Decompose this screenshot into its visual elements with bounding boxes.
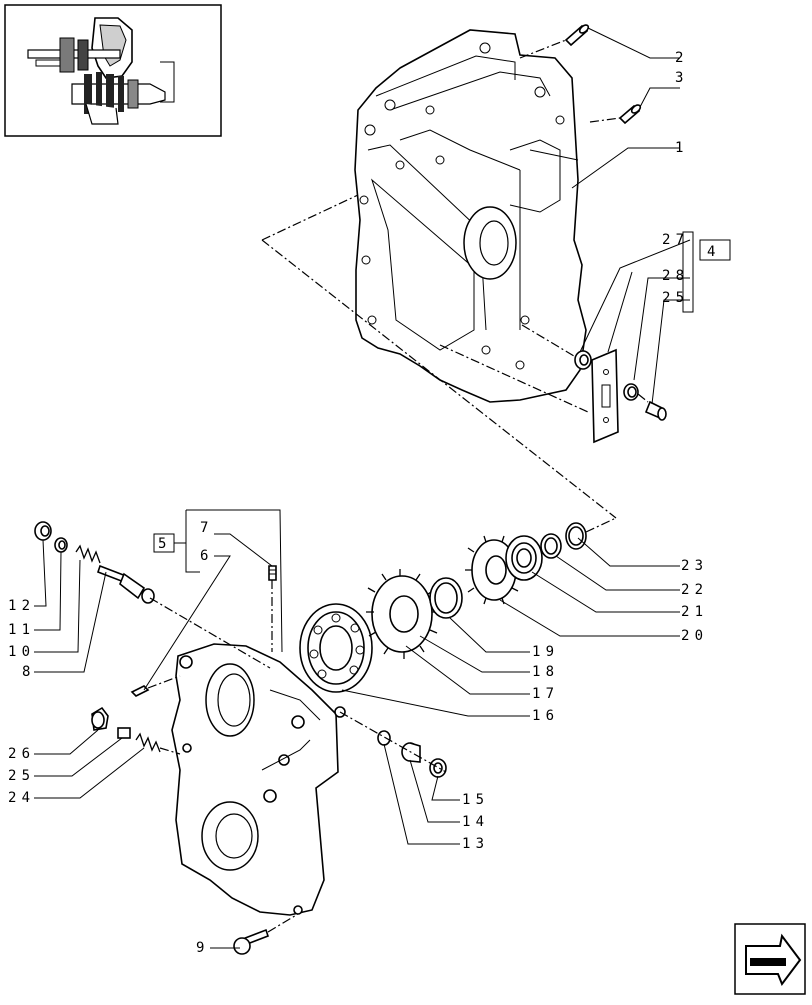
bearing-21	[505, 535, 543, 581]
callout-5: 5	[158, 536, 166, 552]
cover-plate-4	[591, 348, 619, 444]
next-page-arrow-icon[interactable]	[734, 923, 806, 995]
cap-26	[91, 706, 109, 731]
callout-10: 10	[8, 644, 30, 660]
dowel-pin-6	[130, 685, 150, 697]
o-ring-13	[377, 730, 391, 746]
leader-lines	[34, 27, 731, 949]
callout-26: 26	[8, 746, 30, 762]
callout-17: 17	[532, 686, 554, 702]
callout-13: 13	[462, 836, 484, 852]
plunger-8	[96, 564, 155, 604]
snap-ring-23	[565, 522, 587, 550]
callout-27: 27	[662, 232, 684, 248]
callout-28: 28	[662, 268, 684, 284]
bolt-3-icon	[618, 104, 642, 125]
callout-16: 16	[532, 708, 554, 724]
callout-23: 23	[681, 558, 703, 574]
front-cover	[171, 643, 346, 916]
gear-20	[465, 535, 523, 605]
callout-11: 11	[8, 622, 30, 638]
callout-25-lower: 25	[8, 768, 30, 784]
gear-17	[366, 569, 440, 659]
callout-21: 21	[681, 604, 703, 620]
spring-24	[135, 732, 161, 753]
snap-ring-18	[429, 577, 463, 619]
assembly-location-thumbnail[interactable]	[4, 4, 222, 137]
callout-22: 22	[681, 582, 703, 598]
bolt-9-icon	[233, 928, 270, 955]
callout-19: 19	[532, 644, 554, 660]
snap-ring-15	[429, 758, 447, 778]
callout-12: 12	[8, 598, 30, 614]
callout-24: 24	[8, 790, 30, 806]
rear-housing	[354, 29, 587, 403]
pin-7	[268, 565, 277, 581]
callout-3: 3	[675, 70, 683, 86]
callout-25-upper: 25	[662, 290, 684, 306]
callout-1: 1	[675, 140, 683, 156]
callout-18: 18	[532, 664, 554, 680]
bolt-25-icon	[644, 400, 667, 421]
callout-8: 8	[22, 664, 30, 680]
callout-14: 14	[462, 814, 484, 830]
callout-20: 20	[681, 628, 703, 644]
plug-25	[117, 727, 131, 739]
ring-11	[54, 537, 68, 553]
callout-9: 9	[196, 940, 204, 956]
callout-2: 2	[675, 50, 683, 66]
washer-12	[34, 521, 52, 541]
spring-10	[75, 544, 101, 564]
bearing-16	[299, 603, 373, 693]
sealing-washer-27	[574, 350, 592, 370]
bolt-2-icon	[564, 24, 590, 47]
o-ring-28	[623, 383, 639, 401]
callout-7: 7	[200, 520, 208, 536]
callout-6: 6	[200, 548, 208, 564]
callout-15: 15	[462, 792, 484, 808]
callout-4: 4	[707, 244, 715, 260]
shim-22	[540, 533, 562, 559]
